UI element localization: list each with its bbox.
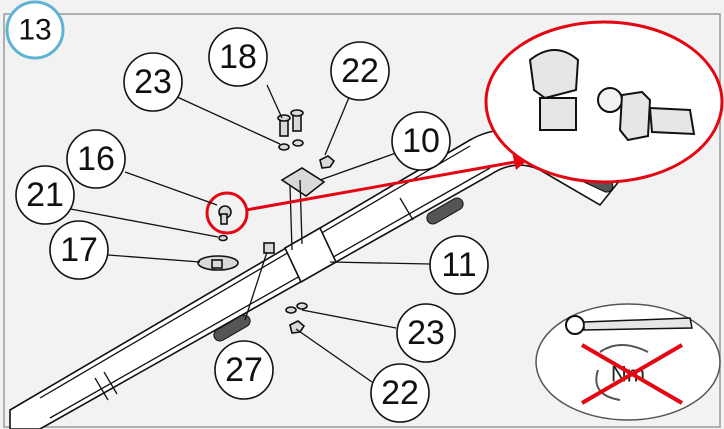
svg-text:17: 17 — [60, 231, 98, 269]
svg-text:11: 11 — [441, 246, 476, 284]
bracket-10 — [280, 167, 326, 251]
svg-text:18: 18 — [219, 38, 257, 76]
highlight-ring — [205, 191, 249, 235]
ball-joint-16 — [218, 205, 232, 225]
nut-22-bottom — [289, 320, 306, 334]
washer-23-top — [278, 143, 290, 151]
callout-21: 21 — [15, 165, 75, 225]
svg-text:10: 10 — [402, 122, 440, 160]
clip-27 — [263, 242, 275, 254]
callout-18: 18 — [208, 27, 268, 87]
cap-17 — [197, 255, 239, 271]
washer-21 — [218, 234, 228, 242]
svg-text:22: 22 — [341, 52, 379, 90]
torque-wrench-prohibited-icon: Nm — [565, 315, 693, 405]
svg-text:27: 27 — [225, 351, 263, 389]
callout-11: 11 — [429, 235, 489, 295]
svg-text:21: 21 — [26, 176, 64, 214]
step-number: 13 — [18, 14, 51, 47]
callout-10: 10 — [391, 111, 451, 171]
ball-joint-detail-icon — [528, 49, 696, 142]
frame-tube — [9, 129, 622, 429]
washer-23-bottom — [285, 306, 297, 314]
callout-23-top: 23 — [123, 52, 183, 112]
nut-22-top — [319, 155, 336, 169]
callout-17: 17 — [49, 220, 109, 280]
detail-zoom — [484, 20, 724, 184]
callout-22-top: 22 — [330, 41, 390, 101]
svg-text:23: 23 — [407, 314, 445, 352]
callout-27: 27 — [214, 340, 274, 400]
svg-text:16: 16 — [77, 140, 115, 178]
callout-16: 16 — [66, 129, 126, 189]
callout-23-bottom: 23 — [396, 303, 456, 363]
svg-text:22: 22 — [381, 374, 419, 412]
bolt-18 — [277, 109, 304, 137]
step-number-badge: 13 — [5, 0, 65, 60]
torque-warning: Nm — [535, 303, 721, 421]
callout-22-bottom: 22 — [370, 363, 430, 423]
svg-text:23: 23 — [134, 63, 172, 101]
leader-lines — [59, 84, 431, 383]
